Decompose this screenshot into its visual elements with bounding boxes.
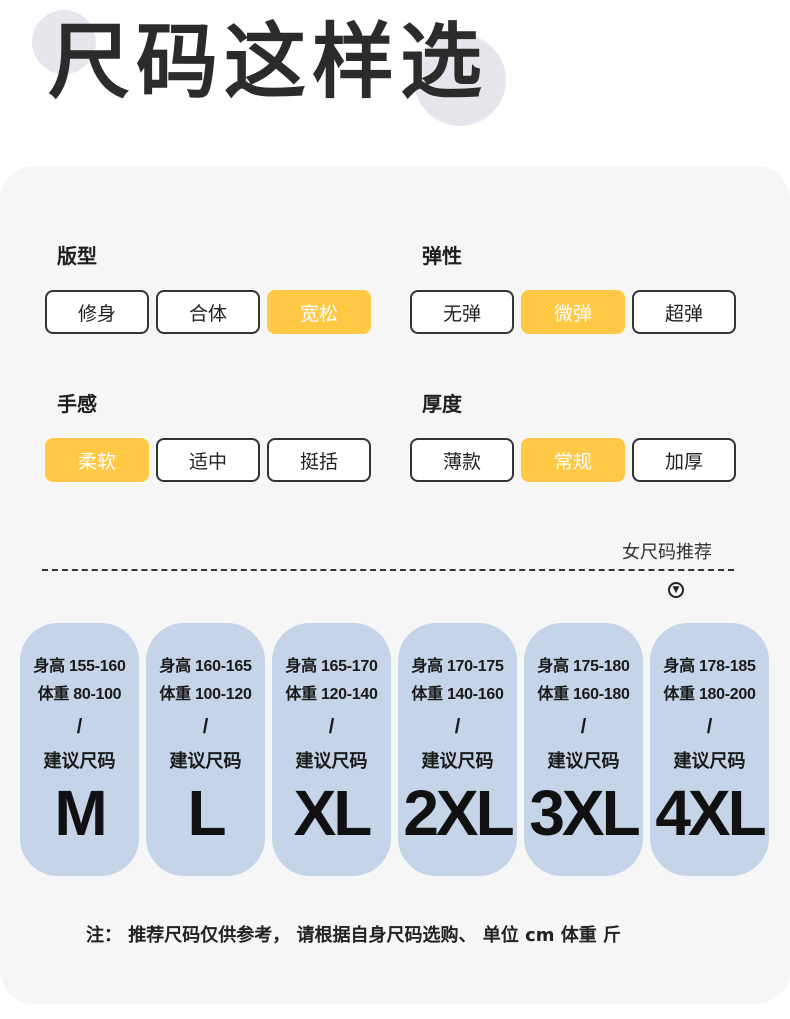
- feel-option-crisp[interactable]: 挺括: [267, 438, 371, 482]
- size-weight: 体重 140-160: [411, 686, 504, 703]
- elasticity-option-none[interactable]: 无弹: [410, 290, 514, 334]
- size-slash: /: [76, 716, 83, 738]
- size-recommendations: 身高 155-160 体重 80-100 / 建议尺码 M 身高 160-165…: [20, 623, 769, 876]
- women-size-label: 女尺码推荐: [622, 542, 712, 563]
- chevron-down-icon: ▼: [668, 582, 684, 598]
- size-value: 2XL: [403, 777, 514, 849]
- size-rec-label: 建议尺码: [547, 751, 620, 771]
- thickness-group: 厚度 薄款 常规 加厚: [410, 390, 736, 482]
- fit-option-slim[interactable]: 修身: [45, 290, 149, 334]
- size-slash: /: [454, 716, 461, 738]
- decorative-circle: [414, 34, 506, 126]
- size-rec-label: 建议尺码: [43, 751, 116, 771]
- size-value: XL: [293, 777, 373, 849]
- group-title-feel: 手感: [57, 392, 97, 416]
- size-rec-label: 建议尺码: [421, 751, 494, 771]
- size-card-xl: 身高 165-170 体重 120-140 / 建议尺码 XL: [272, 623, 391, 876]
- dashed-divider: [42, 569, 734, 571]
- size-weight: 体重 120-140: [285, 686, 378, 703]
- size-card-3xl: 身高 175-180 体重 160-180 / 建议尺码 3XL: [524, 623, 643, 876]
- size-card-l: 身高 160-165 体重 100-120 / 建议尺码 L: [146, 623, 265, 876]
- feel-option-soft[interactable]: 柔软: [45, 438, 149, 482]
- size-value: 4XL: [655, 777, 766, 849]
- size-value: L: [187, 777, 226, 849]
- fit-group: 版型 修身 合体 宽松: [45, 242, 371, 334]
- size-weight: 体重 160-180: [537, 686, 630, 703]
- size-weight: 体重 100-120: [159, 686, 252, 703]
- fit-option-loose[interactable]: 宽松: [267, 290, 371, 334]
- size-height: 身高 178-185: [663, 658, 756, 675]
- page-title: 尺码这样选: [48, 15, 489, 110]
- size-value: 3XL: [529, 777, 640, 849]
- size-slash: /: [580, 716, 587, 738]
- elasticity-group: 弹性 无弹 微弹 超弹: [410, 242, 736, 334]
- size-slash: /: [706, 716, 713, 738]
- feel-group: 手感 柔软 适中 挺括: [45, 390, 371, 482]
- size-value: M: [54, 777, 107, 849]
- footnote: 注： 推荐尺码仅供参考， 请根据自身尺码选购、 单位 cm 体重 斤: [86, 925, 622, 946]
- thickness-option-thick[interactable]: 加厚: [632, 438, 736, 482]
- size-weight: 体重 80-100: [37, 686, 122, 703]
- group-title-thickness: 厚度: [422, 392, 462, 416]
- size-weight: 体重 180-200: [663, 686, 756, 703]
- feel-option-medium[interactable]: 适中: [156, 438, 260, 482]
- decorative-circle: [32, 10, 96, 74]
- size-card-2xl: 身高 170-175 体重 140-160 / 建议尺码 2XL: [398, 623, 517, 876]
- size-rec-label: 建议尺码: [295, 751, 368, 771]
- size-slash: /: [328, 716, 335, 738]
- size-height: 身高 160-165: [159, 658, 252, 675]
- size-height: 身高 175-180: [537, 658, 630, 675]
- size-rec-label: 建议尺码: [169, 751, 242, 771]
- group-title-elasticity: 弹性: [422, 244, 462, 268]
- size-card-4xl: 身高 178-185 体重 180-200 / 建议尺码 4XL: [650, 623, 769, 876]
- size-height: 身高 165-170: [285, 658, 378, 675]
- elasticity-option-super[interactable]: 超弹: [632, 290, 736, 334]
- fit-option-regular[interactable]: 合体: [156, 290, 260, 334]
- size-height: 身高 155-160: [33, 658, 126, 675]
- size-slash: /: [202, 716, 209, 738]
- size-card-m: 身高 155-160 体重 80-100 / 建议尺码 M: [20, 623, 139, 876]
- size-rec-label: 建议尺码: [673, 751, 746, 771]
- elasticity-option-slight[interactable]: 微弹: [521, 290, 625, 334]
- thickness-option-regular[interactable]: 常规: [521, 438, 625, 482]
- thickness-option-thin[interactable]: 薄款: [410, 438, 514, 482]
- size-height: 身高 170-175: [411, 658, 504, 675]
- group-title-fit: 版型: [57, 244, 97, 268]
